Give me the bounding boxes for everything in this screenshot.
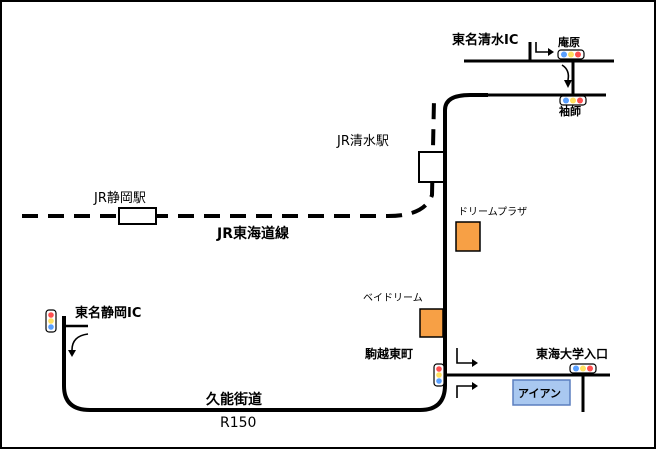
label-komagoe-higashimachi: 駒越東町 <box>365 346 413 361</box>
traffic-signal-icon <box>569 363 597 374</box>
jr-shimizu-station-box <box>418 151 445 183</box>
label-tomei-shizuoka-ic: 東名静岡IC <box>75 305 141 321</box>
label-jr-tokaido-line: JR東海道線 <box>216 225 289 242</box>
label-route-r150: R150 <box>220 415 256 431</box>
label-sodeshi: 袖師 <box>559 104 581 118</box>
turn-arrow-icon <box>456 385 472 398</box>
traffic-signal-icon <box>559 95 587 106</box>
label-bay-dream: ベイドリーム <box>363 292 423 304</box>
road-r150 <box>62 93 488 412</box>
label-jr-shimizu-station: JR清水駅 <box>336 134 389 149</box>
label-kunou-kaido: 久能街道 <box>205 391 262 408</box>
label-iohara: 庵原 <box>558 35 580 49</box>
traffic-signal-icon <box>45 309 57 333</box>
jr-shizuoka-station-box <box>118 207 157 225</box>
railway-jr-tokaido <box>22 99 436 218</box>
label-aian: アイアン <box>518 387 561 400</box>
bay-dream-building <box>419 308 444 338</box>
traffic-signal-icon <box>557 49 585 60</box>
dream-plaza-building <box>455 221 481 252</box>
traffic-signal-icon <box>433 363 445 387</box>
label-tomei-shimizu-ic: 東名清水IC <box>452 32 518 48</box>
turn-arrow-icon <box>535 42 548 53</box>
turn-arrow-icon <box>456 348 472 364</box>
label-tokai-univ-entrance: 東海大学入口 <box>536 346 608 361</box>
turn-arrow-icon <box>561 64 570 81</box>
label-jr-shizuoka-station: JR静岡駅 <box>93 191 146 206</box>
aian-destination <box>512 379 571 406</box>
label-dream-plaza: ドリームプラザ <box>458 206 527 218</box>
turn-arrow-icon <box>71 333 89 351</box>
